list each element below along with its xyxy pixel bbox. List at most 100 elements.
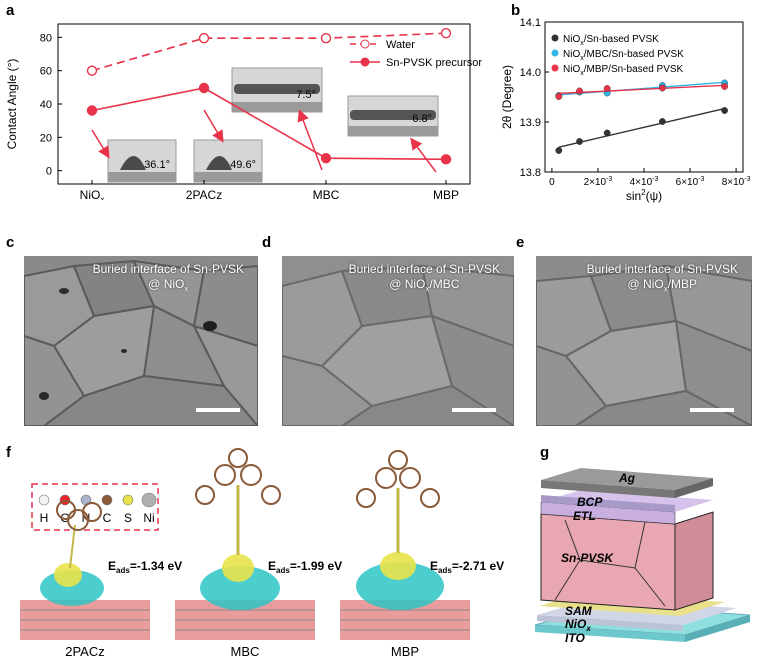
fit-line (558, 84, 725, 95)
layer-label-bcp: BCP (577, 495, 603, 509)
data-point (440, 154, 452, 165)
legend-marker (360, 57, 370, 67)
atom-legend-dot (141, 492, 157, 508)
atom-legend-dot (122, 494, 134, 506)
droplet (350, 110, 436, 120)
x-tick-label: 8×10-3 (722, 176, 751, 188)
data-point (659, 84, 666, 92)
y-axis-label: 2θ (Degree) (500, 65, 514, 129)
contact-angle-value: 6.8° (412, 113, 432, 125)
x-axis-label: sin2(ψ) (626, 188, 662, 203)
data-point (198, 32, 210, 44)
model-mbc (175, 448, 315, 640)
data-point (555, 147, 563, 154)
y-tick-label: 14.1 (520, 17, 541, 29)
y-tick-label: 14.0 (520, 67, 541, 79)
model-mbp (340, 450, 470, 640)
sem-caption-nio-mbc: Buried interface of Sn-PVSK @ NiOx/MBC (348, 262, 500, 294)
legend-marker (551, 34, 559, 42)
sem-grains (536, 256, 752, 426)
data-point (86, 105, 98, 116)
panel-label-f: f (6, 444, 11, 461)
model-name-mbc: MBC (231, 644, 260, 659)
arrow (203, 109, 224, 143)
legend-marker (551, 64, 559, 72)
series-line-0 (91, 32, 447, 72)
sem-grains (282, 256, 514, 426)
atom-legend-label: C (103, 511, 112, 525)
x-tick-label: 0 (549, 177, 555, 188)
data-point (576, 87, 583, 95)
arrow (91, 129, 110, 159)
data-point (603, 85, 611, 92)
data-point (603, 129, 611, 137)
layer-label-ag: Ag (618, 471, 636, 485)
arrow (297, 109, 323, 171)
atom-legend-dot (101, 494, 113, 506)
data-point (320, 32, 332, 44)
legend-marker (360, 39, 370, 49)
legend-label: Sn-PVSK precursor (386, 57, 482, 69)
series-line-1 (91, 87, 447, 161)
model-2pacz (20, 500, 150, 640)
scale-bar (690, 408, 734, 412)
y-tick-label: 13.8 (520, 167, 541, 179)
fit-line (558, 81, 725, 96)
y-tick-label: 20 (40, 132, 52, 144)
data-point (659, 118, 666, 125)
data-point (198, 82, 210, 94)
panel-label-b: b (511, 2, 521, 19)
droplet (206, 156, 232, 170)
x-tick-label: 2PACz (186, 188, 222, 200)
model-name-mbp: MBP (391, 644, 419, 659)
contact-angle-value: 49.6° (230, 159, 256, 171)
x-tick-label: NiOx (80, 188, 105, 200)
contact-angle-value: 36.1° (144, 159, 170, 171)
data-point (440, 27, 452, 39)
data-point (86, 65, 98, 76)
x-tick-label: 6×10-3 (676, 176, 705, 188)
adsorption-energy-2pacz: Eads=-1.34 eV (108, 559, 182, 575)
panel-label-g: g (540, 444, 550, 461)
sem-image-nio-mbp: Buried interface of Sn-PVSK @ NiOx/MBP (536, 256, 752, 426)
adsorption-energy-mbp: Eads=-2.71 eV (430, 559, 504, 575)
substrate (232, 102, 322, 112)
data-point (555, 93, 563, 100)
legend-marker (551, 49, 559, 57)
panel-g: Ag BCP ETL Sn-PVSK SAM NiOx ITO (525, 450, 759, 664)
layer-label-sam: SAM (565, 604, 593, 618)
sem-grains (24, 256, 258, 426)
substrate (348, 126, 438, 136)
x-tick-label: 2×10-3 (584, 176, 613, 188)
layer-label-niox: NiOx (565, 617, 591, 633)
scale-bar (196, 408, 240, 412)
x-tick-label: 4×10-3 (630, 176, 659, 188)
atom-legend-box (31, 483, 159, 531)
contact-angle-value: 7.5° (296, 89, 316, 101)
y-tick-label: 60 (40, 66, 52, 78)
x-tick-label: MBP (433, 188, 459, 200)
y-tick-label: 40 (40, 99, 52, 111)
panel-label-a: a (6, 2, 15, 19)
substrate (108, 172, 176, 182)
x-tick-label: MBC (313, 188, 340, 200)
atom-legend-label: H (40, 511, 49, 525)
droplet (234, 84, 320, 94)
data-point (721, 83, 728, 90)
legend-label: NiOx/Sn-based PVSK (563, 34, 659, 47)
atom-legend-label: Ni (143, 511, 154, 525)
substrate (194, 172, 262, 182)
layer-label-etl: ETL (573, 509, 596, 523)
panel-label-c: c (6, 234, 15, 251)
sem-caption-nio-mbp: Buried interface of Sn-PVSK @ NiOx/MBP (586, 262, 738, 294)
y-axis-label: Contact Angle (°) (5, 59, 19, 150)
data-point (721, 107, 728, 114)
legend-label: NiOx/MBP/Sn-based PVSK (563, 64, 684, 77)
fit-line (558, 107, 725, 148)
data-point (576, 138, 583, 145)
